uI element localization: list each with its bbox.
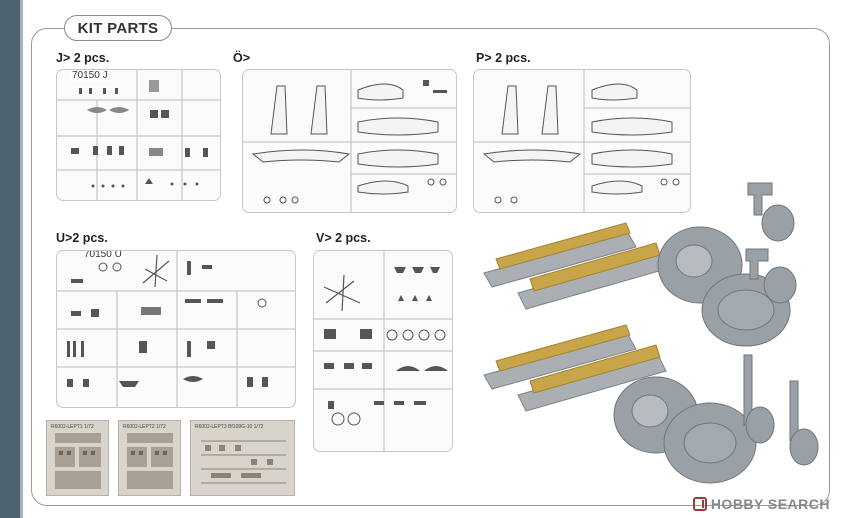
sprue-j-code: 70150 J xyxy=(69,70,111,81)
sprue-j-drawing xyxy=(57,70,220,200)
sprue-u-drawing xyxy=(57,251,295,407)
photo-etch-fret-3: R6002-LEPT3 Bf109G-10 1/72 xyxy=(190,420,295,496)
watermark-brand: HOBBY xyxy=(710,496,764,512)
photo-etch-label-3: R6002-LEPT3 Bf109G-10 1/72 xyxy=(195,424,264,430)
sprue-u-code: 70150 U xyxy=(81,251,125,260)
photo-etch-label-1: R6002-LEPT1 1/72 xyxy=(51,424,94,430)
sprue-v xyxy=(313,250,453,452)
left-accent-line xyxy=(20,0,23,518)
photo-etch-fret-1: R6002-LEPT1 1/72 xyxy=(46,420,109,496)
sprue-j: 70150 J xyxy=(56,69,221,201)
sprue-p-drawing xyxy=(474,70,690,212)
sprue-label-p: P> 2 pcs. xyxy=(476,51,531,65)
sprue-o xyxy=(242,69,457,213)
sprue-label-v: V> 2 pcs. xyxy=(316,231,371,245)
photo-etch-label-2: R6002-LEPT2 1/72 xyxy=(123,424,166,430)
sprue-p xyxy=(473,69,691,213)
watermark-suffix: SEARCH xyxy=(767,496,830,512)
sprue-o-drawing xyxy=(243,70,456,212)
watermark: HOBBY SEARCH xyxy=(692,496,830,512)
sprue-u: 70150 U xyxy=(56,250,296,408)
left-accent-bar xyxy=(0,0,20,518)
sprue-label-o: Ö> xyxy=(233,51,251,65)
resin-parts-illustration xyxy=(483,182,819,484)
hobbysearch-logo-icon xyxy=(692,497,707,511)
resin-parts-render xyxy=(478,175,828,500)
sprue-label-u: U>2 pcs. xyxy=(56,231,108,245)
kit-parts-frame xyxy=(31,28,830,506)
sprue-v-drawing xyxy=(314,251,452,451)
section-title: KIT PARTS xyxy=(64,15,172,41)
photo-etch-fret-2: R6002-LEPT2 1/72 xyxy=(118,420,181,496)
sprue-label-j: J> 2 pcs. xyxy=(56,51,110,65)
